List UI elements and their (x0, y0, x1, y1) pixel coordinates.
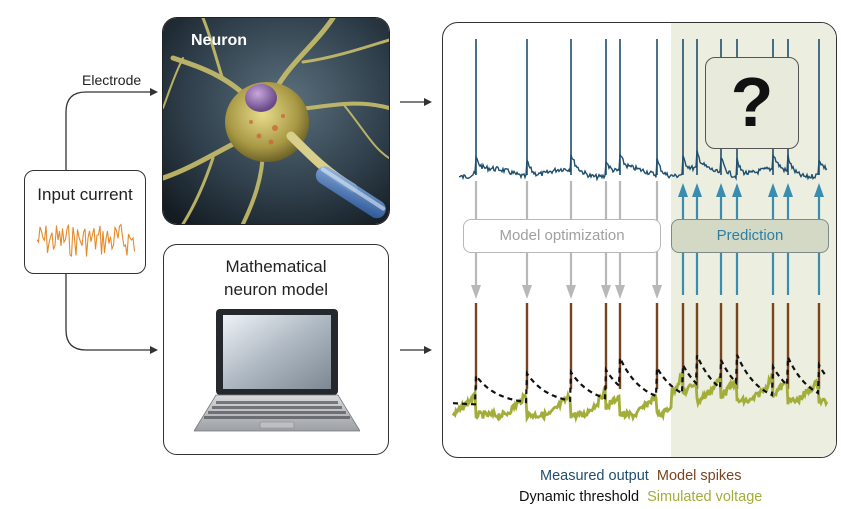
results-panel: Model optimization Prediction ? (442, 22, 837, 458)
unknown-box (705, 57, 799, 149)
legend-row-2: Dynamic threshold Simulated voltage (500, 487, 830, 508)
optimization-arrowhead (566, 285, 576, 299)
prediction-arrowhead (716, 183, 726, 197)
legend-row-1: Measured output Model spikes (500, 466, 830, 487)
electrode-arrowhead (150, 88, 158, 96)
model-connector (65, 274, 152, 351)
legend-simulated-voltage: Simulated voltage (647, 489, 763, 505)
legend-dynamic-threshold: Dynamic threshold (519, 489, 640, 505)
input-current-box: Input current (24, 170, 146, 274)
legend-measured-output: Measured output (540, 468, 649, 484)
model-optimization-box (463, 219, 661, 253)
model-label-line2: neuron model (224, 280, 328, 299)
laptop-icon (194, 309, 360, 432)
prediction-arrowhead (692, 183, 702, 197)
prediction-arrowhead (814, 183, 824, 197)
prediction-box (671, 219, 829, 253)
input-current-trace (37, 223, 135, 258)
prediction-arrowhead (678, 183, 688, 197)
optimization-arrowhead (522, 285, 532, 299)
input-current-label: Input current (37, 185, 133, 204)
electrode-connector (65, 91, 152, 170)
prediction-arrowhead (768, 183, 778, 197)
neuron-image: Neuron (163, 18, 389, 224)
model-label: Mathematical neuron model (164, 255, 388, 301)
electrode-label: Electrode (82, 72, 142, 88)
model-box: Mathematical neuron model (163, 244, 389, 455)
measured-trace-line (459, 150, 828, 182)
prediction-arrowhead (783, 183, 793, 197)
threshold-line (452, 354, 828, 406)
legend: Measured output Model spikes Dynamic thr… (500, 466, 830, 508)
question-mark: ? (730, 63, 774, 141)
optimization-arrowhead (652, 285, 662, 299)
model-arrowhead (150, 346, 158, 354)
optimization-arrowhead (615, 285, 625, 299)
model-optimization-label: Model optimization (499, 227, 625, 244)
dynamic-threshold-trace (452, 354, 828, 406)
optimization-arrowhead (471, 285, 481, 299)
neuron-illustration (163, 18, 389, 224)
optimization-arrowhead (601, 285, 611, 299)
prediction-arrowhead (732, 183, 742, 197)
prediction-label: Prediction (716, 227, 784, 244)
legend-model-spikes: Model spikes (656, 468, 742, 484)
model-label-line1: Mathematical (225, 257, 327, 276)
neuron-label: Neuron (191, 32, 247, 49)
